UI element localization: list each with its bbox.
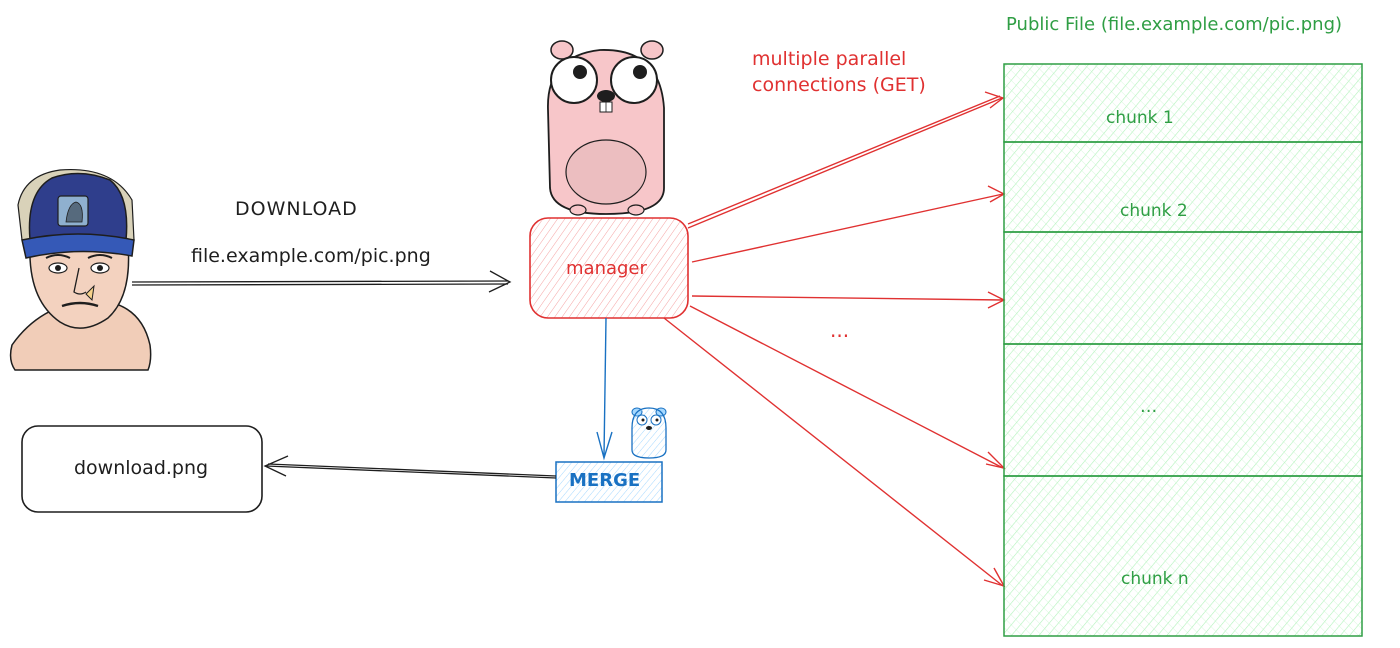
arrow-manager-to-merge: [596, 317, 613, 461]
chunk-label-4: ...: [1140, 396, 1158, 417]
download-url: file.example.com/pic.png: [191, 245, 431, 267]
manager-box: [529, 217, 689, 319]
chunk-label-1: chunk 1: [1106, 108, 1174, 128]
output-file-box: [21, 425, 263, 513]
more-connections-ellipsis: ...: [830, 318, 850, 342]
arrow-merge-to-output: [263, 455, 557, 479]
merge-box: [555, 461, 663, 503]
public-file-chunks: [1003, 63, 1363, 637]
user-avatar: [9, 168, 152, 371]
parallel-connections-label-line2: connections (GET): [752, 74, 926, 96]
merge-label: MERGE: [569, 470, 641, 491]
public-file-title: Public File (file.example.com/pic.png): [1006, 14, 1343, 35]
parallel-get-arrows: [663, 91, 1007, 588]
gopher-mascot-large: [547, 40, 665, 216]
download-title: DOWNLOAD: [235, 198, 358, 220]
chunk-label-2: chunk 2: [1120, 201, 1188, 221]
parallel-connections-label-line1: multiple parallel: [752, 48, 907, 70]
arrow-user-to-manager: [131, 270, 512, 293]
output-file-label: download.png: [74, 457, 209, 479]
manager-label: manager: [566, 258, 647, 279]
chunk-label-n: chunk n: [1121, 569, 1189, 589]
gopher-mascot-small: [631, 407, 667, 459]
